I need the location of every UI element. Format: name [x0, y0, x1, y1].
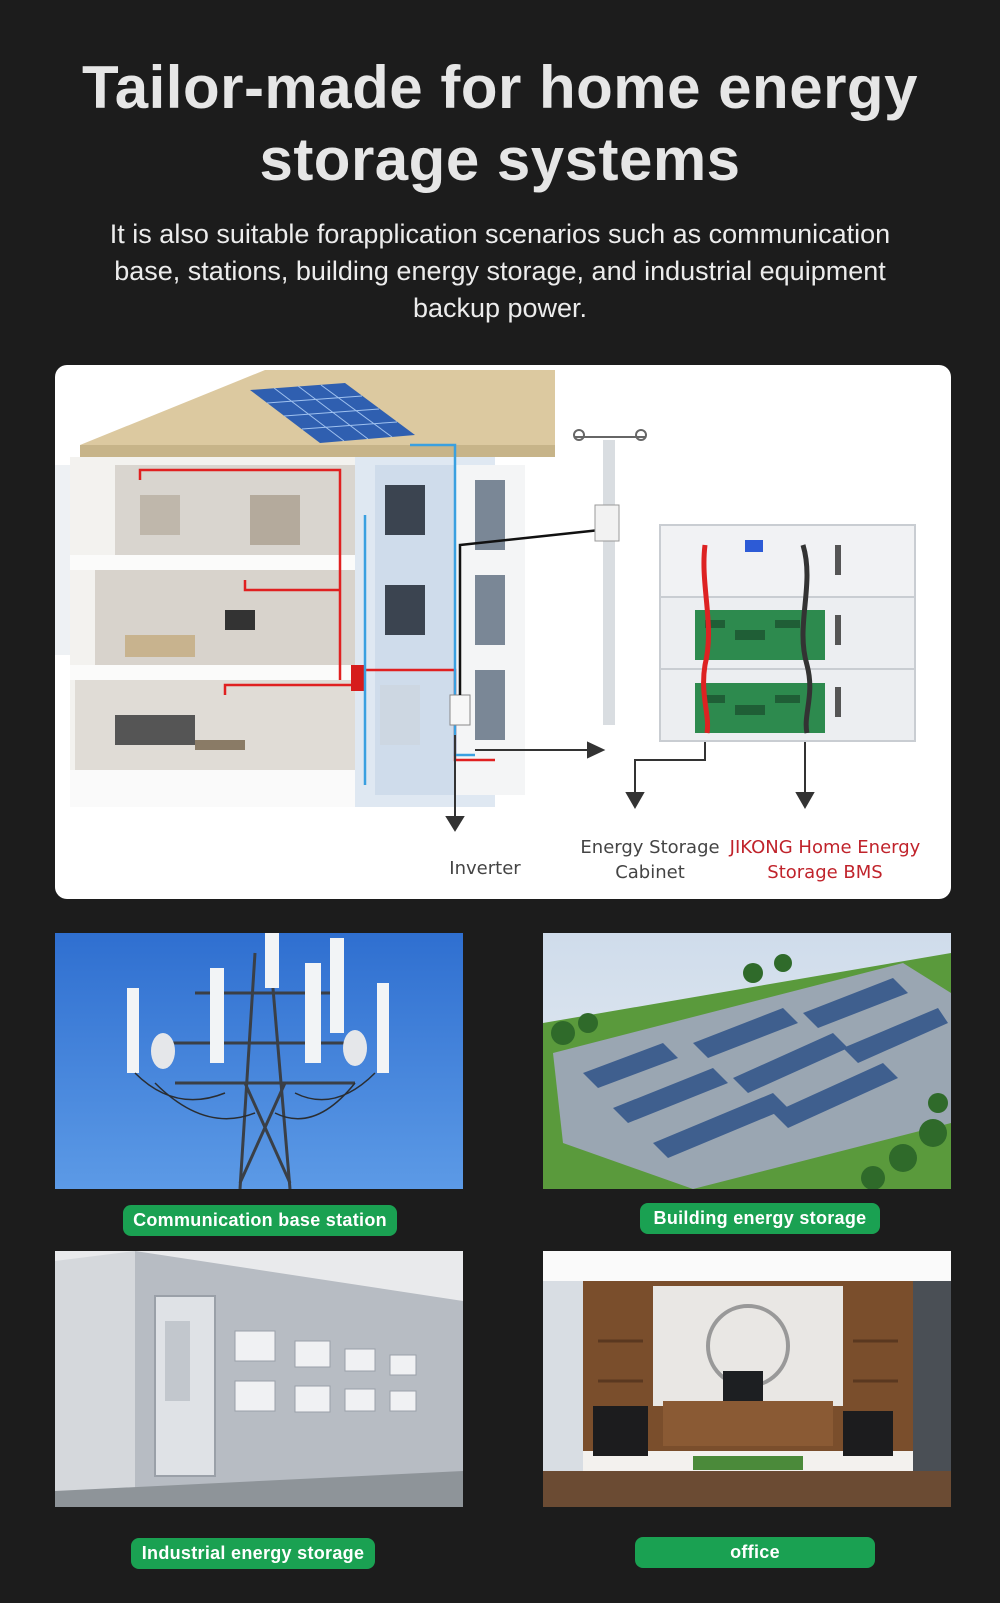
page-subtitle: It is also suitable forapplication scena…: [109, 219, 891, 323]
cabinet-label-line1: Energy Storage: [580, 837, 720, 858]
energy-storage-cabinet-label: Energy Storage Cabinet: [570, 835, 730, 885]
scenario-label-office: office: [635, 1537, 875, 1568]
scenario-label-building: Building energy storage: [640, 1203, 880, 1234]
communication-tower-photo: [55, 933, 463, 1189]
home-energy-diagram: Inverter Energy Storage Cabinet JIKONG H…: [55, 365, 951, 899]
office-photo: [543, 1251, 951, 1507]
scenario-label-industrial: Industrial energy storage: [131, 1538, 375, 1569]
house-illustration: [55, 370, 916, 832]
page-title: Tailor-made for home energy storage syst…: [82, 54, 918, 193]
solar-panel-icon: [250, 383, 415, 443]
bms-label-line1: JIKONG Home Energy: [729, 837, 921, 858]
cabinet-label-line2: Cabinet: [615, 862, 685, 883]
building-energy-storage-photo: [543, 933, 951, 1189]
battery-cabinet-icon: [659, 524, 916, 742]
jikong-bms-label: JIKONG Home Energy Storage BMS: [715, 835, 935, 885]
bms-label-line2: Storage BMS: [767, 862, 883, 883]
scenario-label-communication: Communication base station: [123, 1205, 397, 1236]
industrial-energy-storage-photo: [55, 1251, 463, 1507]
inverter-label: Inverter: [449, 858, 521, 879]
